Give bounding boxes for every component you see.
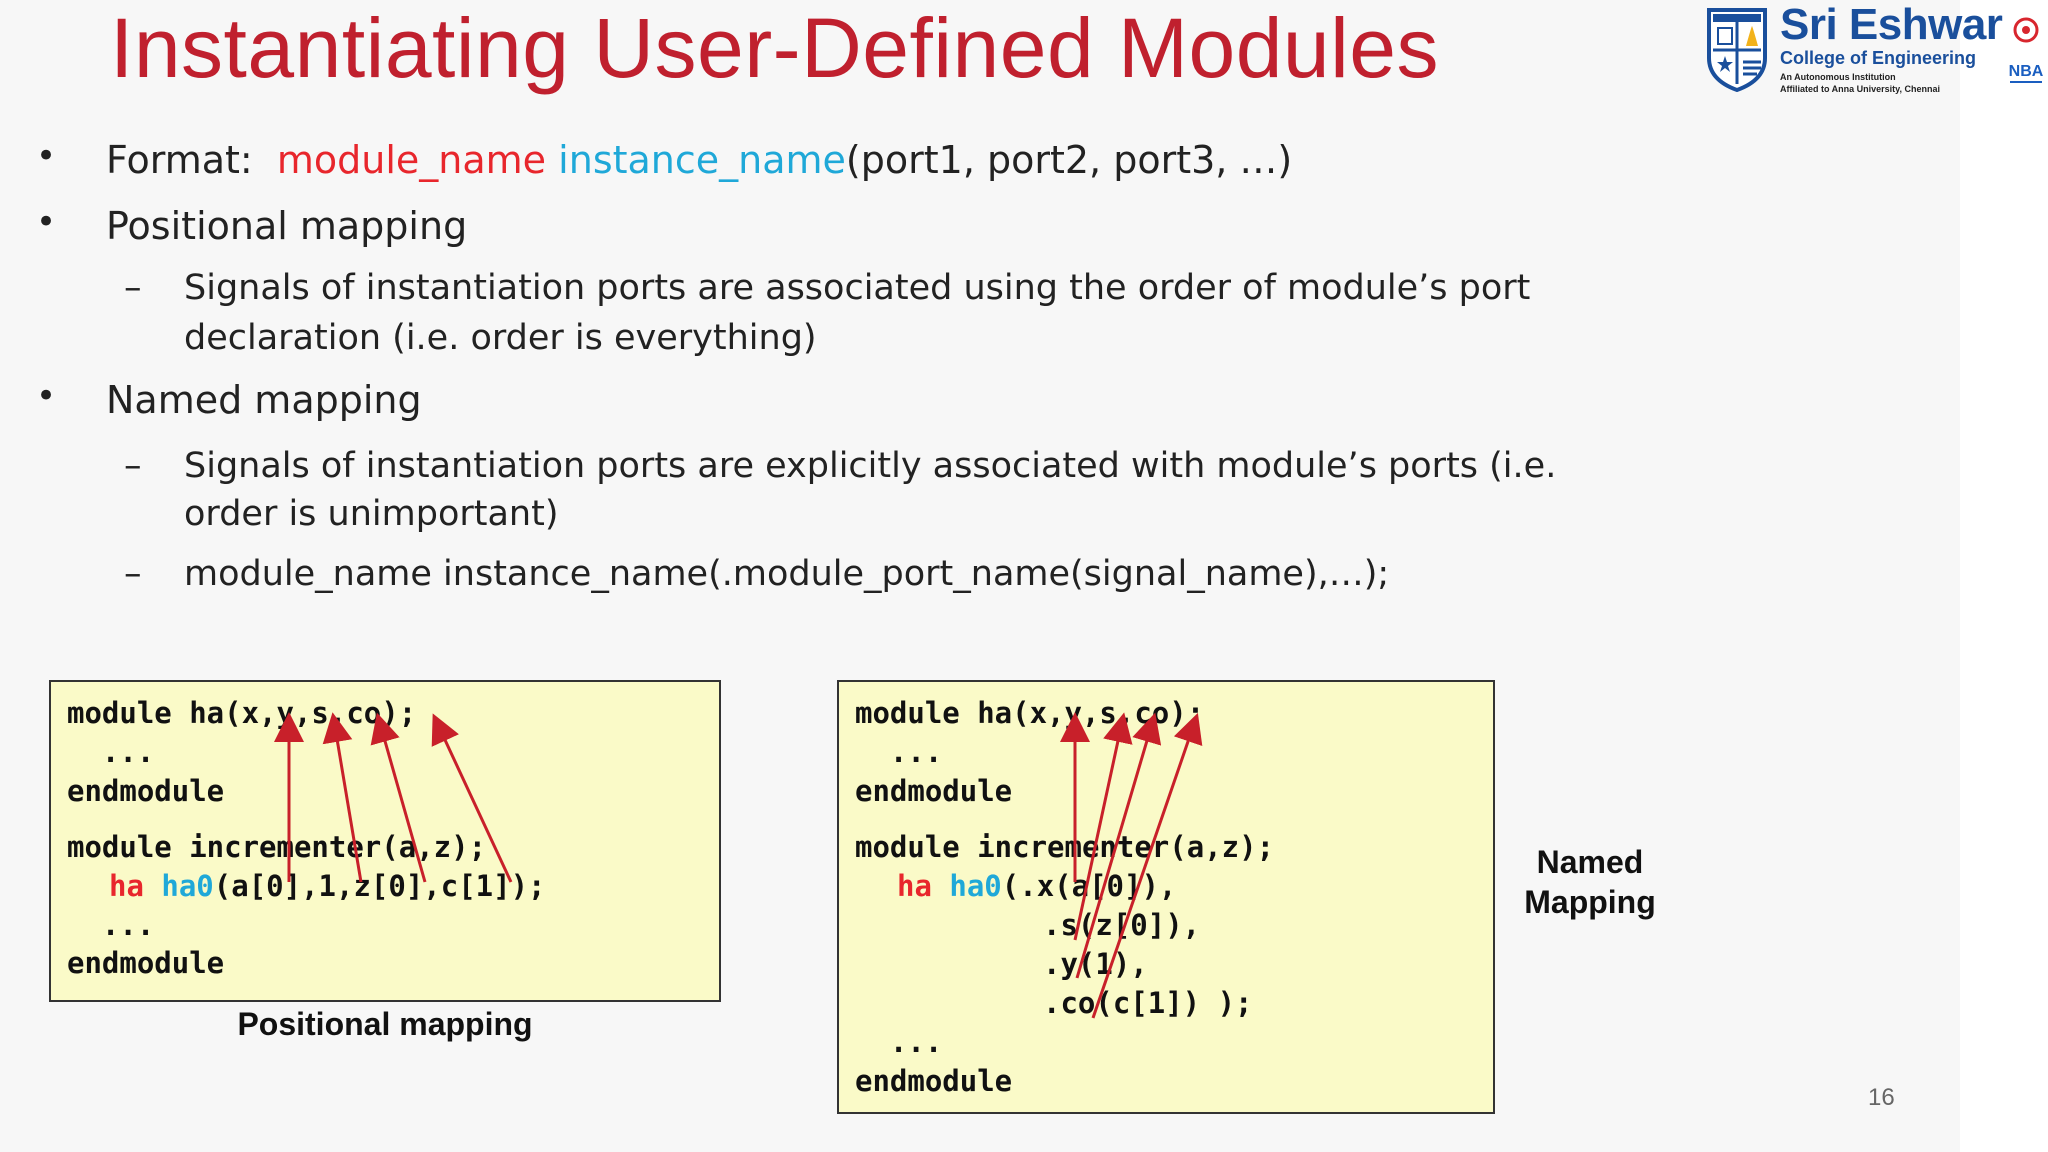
sub-bullet-dash: – [124,268,142,308]
code-line: ... [67,735,155,769]
mapping-arrow [1073,712,1133,941]
mapping-arrow [1091,712,1203,1019]
format-module-name: module_name [276,138,547,182]
accreditation-badges-icon: NBA [2009,17,2044,83]
code-line: endmodule [67,946,225,980]
logo-college: College of Engineering [1780,48,1977,68]
positional-desc-2: declaration (i.e. order is everything) [184,318,817,358]
nba-badge-text: NBA [2009,63,2044,80]
bullet-dot: • [36,376,57,416]
logo-tagline-2: Affiliated to Anna University, Chennai [1780,84,1941,94]
mapping-arrow [322,712,363,883]
college-crest-icon [1707,8,1767,92]
page-number: 16 [1868,1084,1895,1111]
mapping-arrow [370,712,427,883]
code-line: endmodule [855,1064,1013,1098]
code-port-list: (a[0],1,z[0],c[1]); [213,869,546,903]
named-caption-line-1: Named [1536,844,1644,880]
code-instance-name: ha0 [161,869,214,903]
code-port-y: .y(1), [1043,947,1148,981]
named-label: Named mapping [106,378,422,422]
positional-label: Positional mapping [106,204,468,248]
format-instance-name: instance_name [558,138,846,182]
format-ports: (port1, port2, port3, …) [845,138,1293,182]
bullet-dot: • [36,136,57,176]
sub-bullet-dash: – [124,446,142,486]
bullet-dot: • [36,202,57,242]
code-line: ... [855,735,943,769]
code-line: endmodule [855,774,1013,808]
code-module-keyword: ha [109,869,144,903]
format-label: Format: [106,138,253,182]
code-line: module incrementer(a,z); [855,830,1275,864]
named-desc-2: order is unimportant) [184,494,559,534]
positional-caption: Positional mapping [237,1006,533,1042]
code-port-co: .co(c[1]) ); [1043,986,1253,1020]
named-desc-1: Signals of instantiation ports are expli… [184,446,1557,486]
named-code-panel: module ha(x,y,s,co); ... endmodule modul… [837,680,1495,1114]
code-line: ... [67,908,155,942]
code-line: ... [855,1025,943,1059]
named-caption-line-2: Mapping [1524,884,1656,920]
logo-tagline-1: An Autonomous Institution [1780,72,1896,82]
code-line: module incrementer(a,z); [67,830,487,864]
positional-mapping-arrows [274,712,513,883]
named-syntax: module_name instance_name(.module_port_n… [184,554,1390,594]
positional-code-panel: module ha(x,y,s,co); ... endmodule modul… [49,680,721,1002]
code-line: endmodule [67,774,225,808]
sub-bullet-dash: – [124,554,142,594]
college-logo: Sri Eshwar College of Engineering An Aut… [1706,0,2046,96]
slide-title: Instantiating User-Defined Modules [110,1,1440,95]
code-module-keyword: ha [897,869,932,903]
mapping-arrow [431,713,513,883]
mapping-arrow [1075,712,1162,979]
code-instance-name: ha0 [949,869,1002,903]
code-line: module ha(x,y,s,co); [855,696,1205,730]
logo-name: Sri Eshwar [1780,0,2003,49]
positional-desc-1: Signals of instantiation ports are assoc… [184,268,1531,308]
named-caption: Named Mapping [1490,842,1690,922]
named-mapping-arrows [1060,712,1203,1019]
code-line-instantiation: ha ha0(a[0],1,z[0],c[1]); [109,869,546,903]
